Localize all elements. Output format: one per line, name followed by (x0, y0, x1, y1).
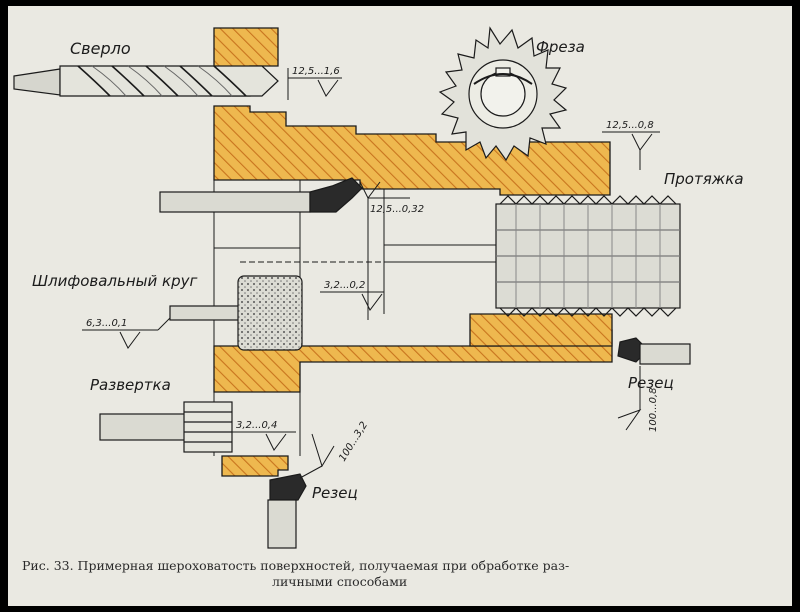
cutter-right-tool (617, 337, 691, 365)
roughness-grind-left: 6,3...0,1 (86, 318, 127, 329)
label-cutter-bottom: Резец (312, 484, 358, 502)
grinding-wheel (169, 275, 303, 351)
label-drill: Сверло (70, 39, 131, 58)
roughness-drill: 12,5...1,6 (292, 66, 340, 77)
label-grinding-wheel: Шлифовальный круг (32, 272, 197, 290)
label-reamer: Развертка (90, 376, 171, 394)
roughness-cutter-bottom: 100...3,2 (337, 420, 370, 464)
roughness-cutter-right: 100...0,8 (648, 387, 659, 432)
roughness-reamer: 3,2...0,4 (236, 420, 277, 431)
caption-line-2: личными способами (272, 574, 408, 589)
label-cutter-right: Резец (628, 374, 674, 392)
label-mill: Фреза (536, 38, 585, 56)
label-broach: Протяжка (664, 170, 744, 188)
caption-line-1: Рис. 33. Примерная шероховатость поверхн… (22, 558, 570, 573)
cutter-bottom-tool (267, 473, 307, 549)
roughness-leaders (82, 68, 660, 479)
milling-cutter (438, 26, 568, 162)
broach-tool (495, 195, 681, 317)
roughness-mill: 12,5...0,8 (606, 120, 654, 131)
workpiece-section (213, 27, 613, 477)
roughness-bore: 12,5...0,32 (370, 204, 424, 215)
drill-tool (13, 65, 279, 97)
roughness-grind-inner: 3,2...0,2 (324, 280, 365, 291)
boring-bar (159, 177, 363, 213)
reamer-tool (99, 401, 233, 453)
figure-caption: Рис. 33. Примерная шероховатость поверхн… (22, 558, 762, 590)
